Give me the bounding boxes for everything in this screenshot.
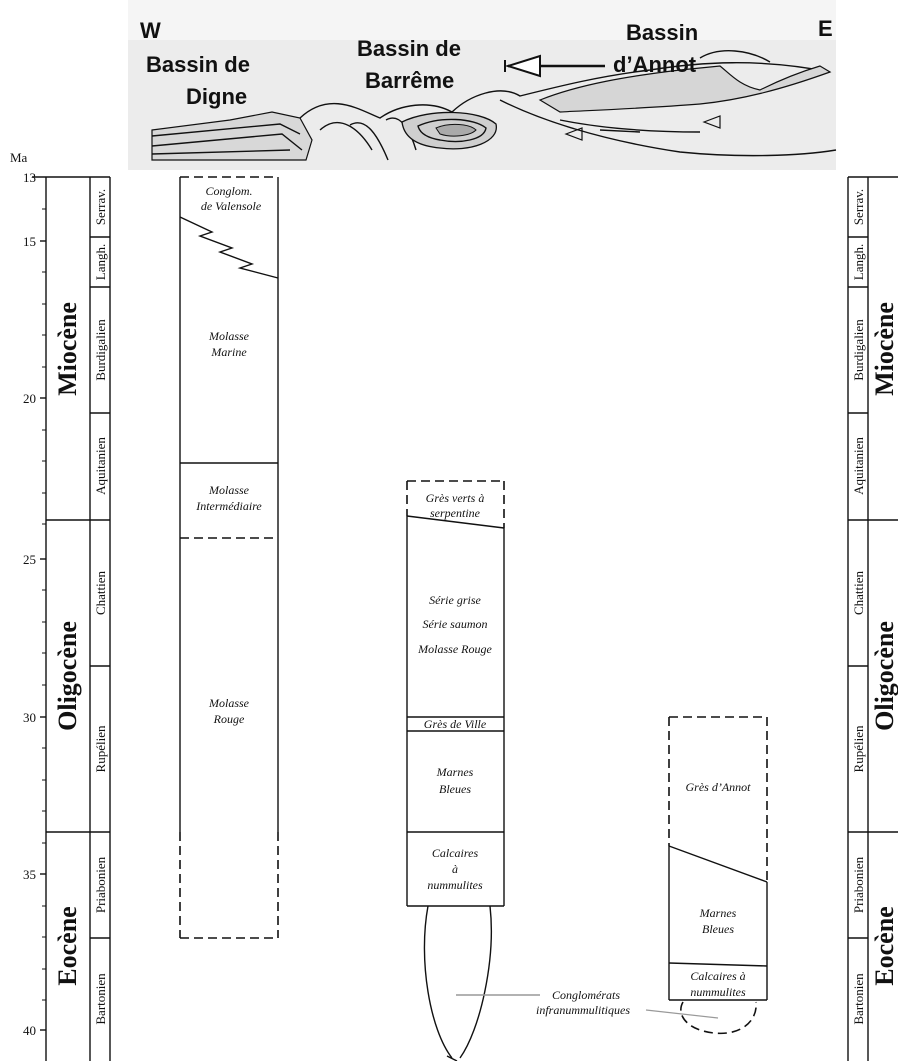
tick-30: 30: [23, 710, 36, 725]
molasse-rouge-barreme-label: Molasse Rouge: [417, 642, 492, 656]
stage-burdigalian-left: Burdigalien: [93, 319, 108, 381]
annot-basin-title-1: Bassin: [626, 20, 698, 45]
molasse-marine-label-2: Marine: [210, 345, 247, 359]
molasse-marine-label-1: Molasse: [208, 329, 250, 343]
stage-priabonian-left: Priabonien: [93, 856, 108, 913]
epoch-oligocene-right: Oligocène: [870, 621, 898, 731]
conglomerats-label-1: Conglomérats: [552, 988, 620, 1002]
calcaires-annot-label-2: nummulites: [690, 985, 746, 999]
east-label: E: [818, 16, 833, 41]
digne-basin-title-2: Digne: [186, 84, 247, 109]
molasse-rouge-label-2: Rouge: [213, 712, 245, 726]
molasse-intermediaire-label-1: Molasse: [208, 483, 250, 497]
tick-35: 35: [23, 867, 36, 882]
serie-grise-label: Série grise: [429, 593, 481, 607]
stage-serravallian-right: Serrav.: [851, 189, 866, 225]
calcaires-barreme-label-2: à: [452, 862, 458, 876]
gres-annot-label: Grès d’Annot: [686, 780, 752, 794]
tick-25: 25: [23, 552, 36, 567]
tick-13: 13: [23, 170, 36, 185]
conglomerats-annotation: Conglomérats infranummulitiques: [456, 988, 719, 1019]
stage-burdigalian-right: Burdigalien: [851, 319, 866, 381]
stage-aquitanian-left: Aquitanien: [93, 437, 108, 495]
right-timescale: Miocène Oligocène Eocène Serrav. Langh. …: [847, 176, 898, 1061]
epoch-eocene-right: Eocène: [870, 906, 898, 985]
annot-column: Grès d’Annot Marnes Bleues Calcaires à n…: [668, 716, 768, 1035]
calcaires-annot-label-1: Calcaires à: [690, 969, 745, 983]
molasse-intermediaire-label-2: Intermédiaire: [195, 499, 262, 513]
barreme-basin-title-2: Barrême: [365, 68, 454, 93]
tick-15: 15: [23, 234, 36, 249]
gres-de-ville-label: Grès de Ville: [424, 717, 487, 731]
digne-basin-title-1: Bassin de: [146, 52, 250, 77]
ma-unit-label: Ma: [10, 150, 28, 165]
calcaires-barreme-label-1: Calcaires: [432, 846, 479, 860]
marnes-bleues-barreme-label-1: Marnes: [436, 765, 474, 779]
molasse-rouge-label-1: Molasse: [208, 696, 250, 710]
marnes-bleues-annot-label-1: Marnes: [699, 906, 737, 920]
stage-langhian-left: Langh.: [93, 244, 108, 280]
stage-aquitanian-right: Aquitanien: [851, 437, 866, 495]
valensole-label-2: de Valensole: [201, 199, 262, 213]
barreme-basin-title-1: Bassin de: [357, 36, 461, 61]
serie-saumon-label: Série saumon: [423, 617, 488, 631]
stage-serravallian-left: Serrav.: [93, 189, 108, 225]
tick-40: 40: [23, 1023, 36, 1038]
stage-chattian-left: Chattien: [93, 570, 108, 615]
barreme-column: Grès verts à serpentine Série grise Séri…: [406, 480, 505, 1061]
epoch-eocene-left: Eocène: [53, 906, 82, 985]
stage-chattian-right: Chattien: [851, 570, 866, 615]
epoch-miocene-right: Miocène: [870, 302, 898, 396]
stage-bartonian-left: Bartonien: [93, 973, 108, 1025]
digne-column: Conglom. de Valensole Molasse Marine Mol…: [179, 176, 279, 939]
gres-verts-label-2: serpentine: [430, 506, 481, 520]
epoch-oligocene-left: Oligocène: [53, 621, 82, 731]
conglomerats-label-2: infranummulitiques: [536, 1003, 630, 1017]
stage-bartonian-right: Bartonien: [851, 973, 866, 1025]
gres-verts-label-1: Grès verts à: [426, 491, 485, 505]
west-label: W: [140, 18, 161, 43]
epoch-miocene-left: Miocène: [53, 302, 82, 396]
stage-priabonian-right: Priabonien: [851, 856, 866, 913]
cross-section-sketch: W E Bassin de Digne Bassin de Barrême Ba…: [128, 0, 837, 170]
marnes-bleues-annot-label-2: Bleues: [702, 922, 734, 936]
stage-rupelian-left: Rupélien: [93, 725, 108, 772]
left-timescale: Ma: [10, 150, 111, 1061]
annot-basin-title-2: d’Annot: [613, 52, 697, 77]
marnes-bleues-barreme-label-2: Bleues: [439, 782, 471, 796]
tick-20: 20: [23, 391, 36, 406]
valensole-label-1: Conglom.: [205, 184, 252, 198]
calcaires-barreme-label-3: nummulites: [427, 878, 483, 892]
stage-langhian-right: Langh.: [851, 244, 866, 280]
stage-rupelian-right: Rupélien: [851, 725, 866, 772]
